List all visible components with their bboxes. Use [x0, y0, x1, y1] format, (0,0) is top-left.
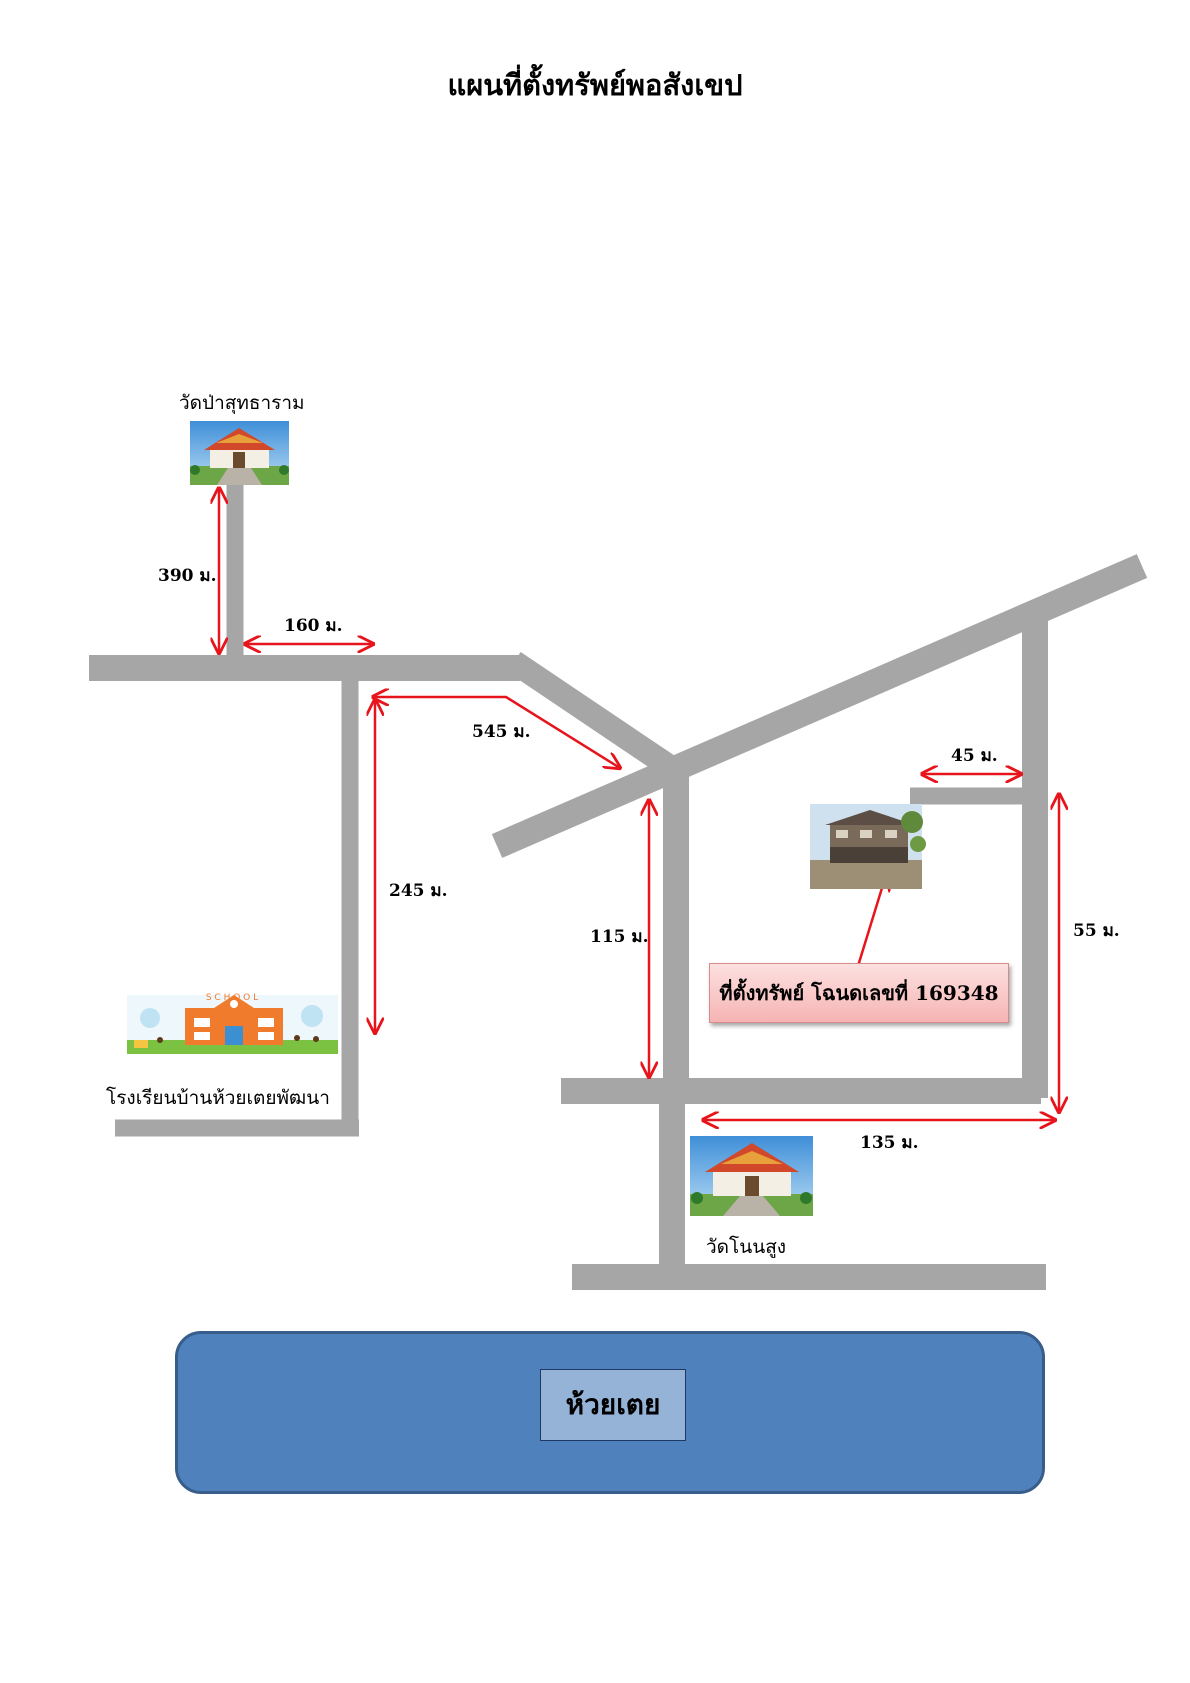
temple-north-image	[190, 421, 289, 485]
arrow-545	[373, 697, 620, 768]
river-label: ห้วยเตย	[540, 1369, 686, 1441]
road-long-diagonal	[491, 554, 1148, 858]
arrow-property-pointer	[856, 875, 886, 967]
distance-label-390: 390 ม.	[158, 566, 217, 586]
map-title: แผนที่ตั้งทรัพย์พอสังเขป	[447, 68, 743, 102]
temple-south-label: วัดโนนสูง	[706, 1236, 787, 1258]
distance-label-135: 135 ม.	[860, 1133, 919, 1153]
distance-label-545: 545 ม.	[472, 722, 531, 742]
temple-south-image	[690, 1136, 813, 1216]
distance-label-245: 245 ม.	[389, 881, 448, 901]
school-image: S C H O O L	[127, 993, 338, 1054]
property-location-callout: ที่ตั้งทรัพย์ โฉนดเลขที่ 169348	[709, 963, 1009, 1023]
distance-label-55: 55 ม.	[1073, 921, 1120, 941]
temple-north-label: วัดป่าสุทธาราม	[179, 392, 305, 414]
distance-label-115: 115 ม.	[590, 927, 649, 947]
distance-label-45: 45 ม.	[951, 746, 998, 766]
distance-arrows	[219, 488, 1059, 1120]
property-house-image	[810, 804, 926, 889]
school-label: โรงเรียนบ้านห้วยเตยพัฒนา	[106, 1087, 330, 1109]
distance-label-160: 160 ม.	[284, 616, 343, 636]
road-network	[89, 478, 1148, 1290]
school-sign-text: S C H O O L	[206, 993, 258, 1003]
